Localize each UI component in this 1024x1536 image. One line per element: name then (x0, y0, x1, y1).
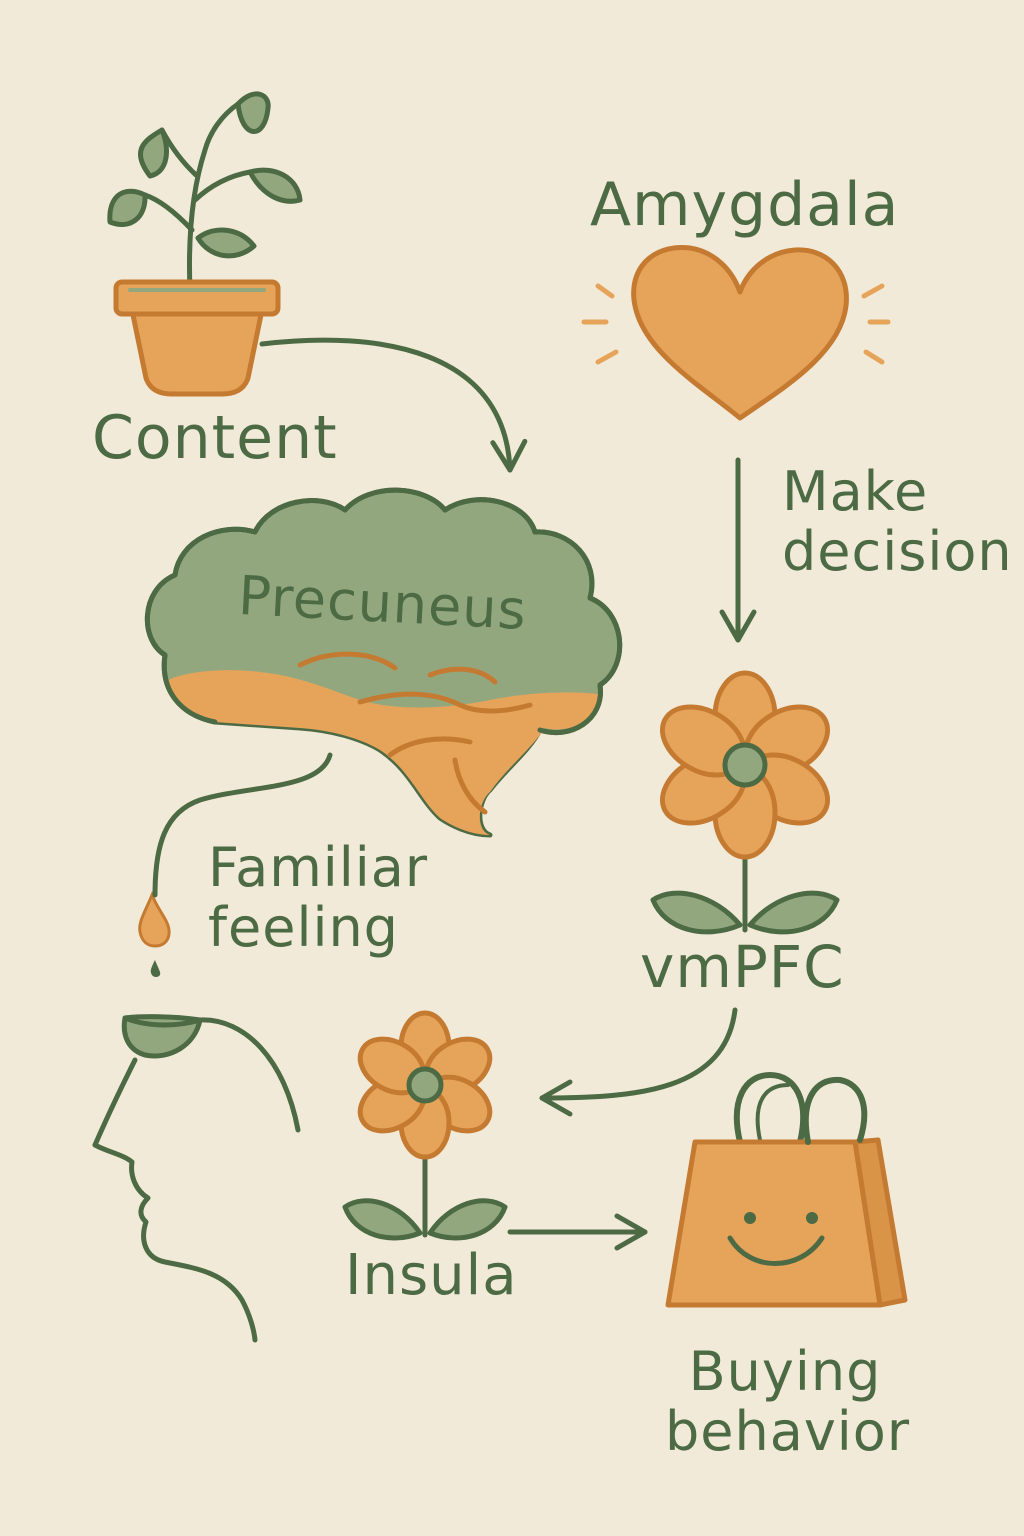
arrow-vmpfc-to-insula (539, 1007, 738, 1117)
brain-icon (144, 487, 623, 838)
familiar-feeling-line-2: feeling (208, 896, 399, 960)
amygdala-label: Amygdala (590, 170, 900, 240)
flower-icon (342, 1010, 508, 1241)
make-decision-label: Make decision (782, 460, 1013, 584)
buying-behavior-label: Buying behavior (665, 1340, 911, 1464)
flower-icon (650, 670, 840, 935)
buying-behavior-line-1: Buying (688, 1340, 882, 1403)
make-decision-line-1: Make (782, 460, 929, 523)
insula-label: Insula (345, 1243, 518, 1308)
content-label: Content (92, 403, 338, 473)
vmpfc-label: vmPFC (640, 933, 845, 1001)
heart-icon (581, 244, 891, 421)
make-decision-line-2: decision (782, 520, 1013, 584)
familiar-feeling-label: Familiar feeling (208, 836, 429, 960)
smiling-shopping-bag-icon (665, 1072, 908, 1308)
arrow-content-to-precuneus (259, 337, 528, 473)
buying-behavior-line-2: behavior (665, 1400, 911, 1464)
head-profile-icon (92, 1014, 301, 1343)
potted-plant-icon (107, 91, 303, 397)
line-precuneus-to-feeling (152, 752, 333, 898)
drop-icon (138, 890, 171, 977)
familiar-feeling-line-1: Familiar (208, 836, 429, 899)
